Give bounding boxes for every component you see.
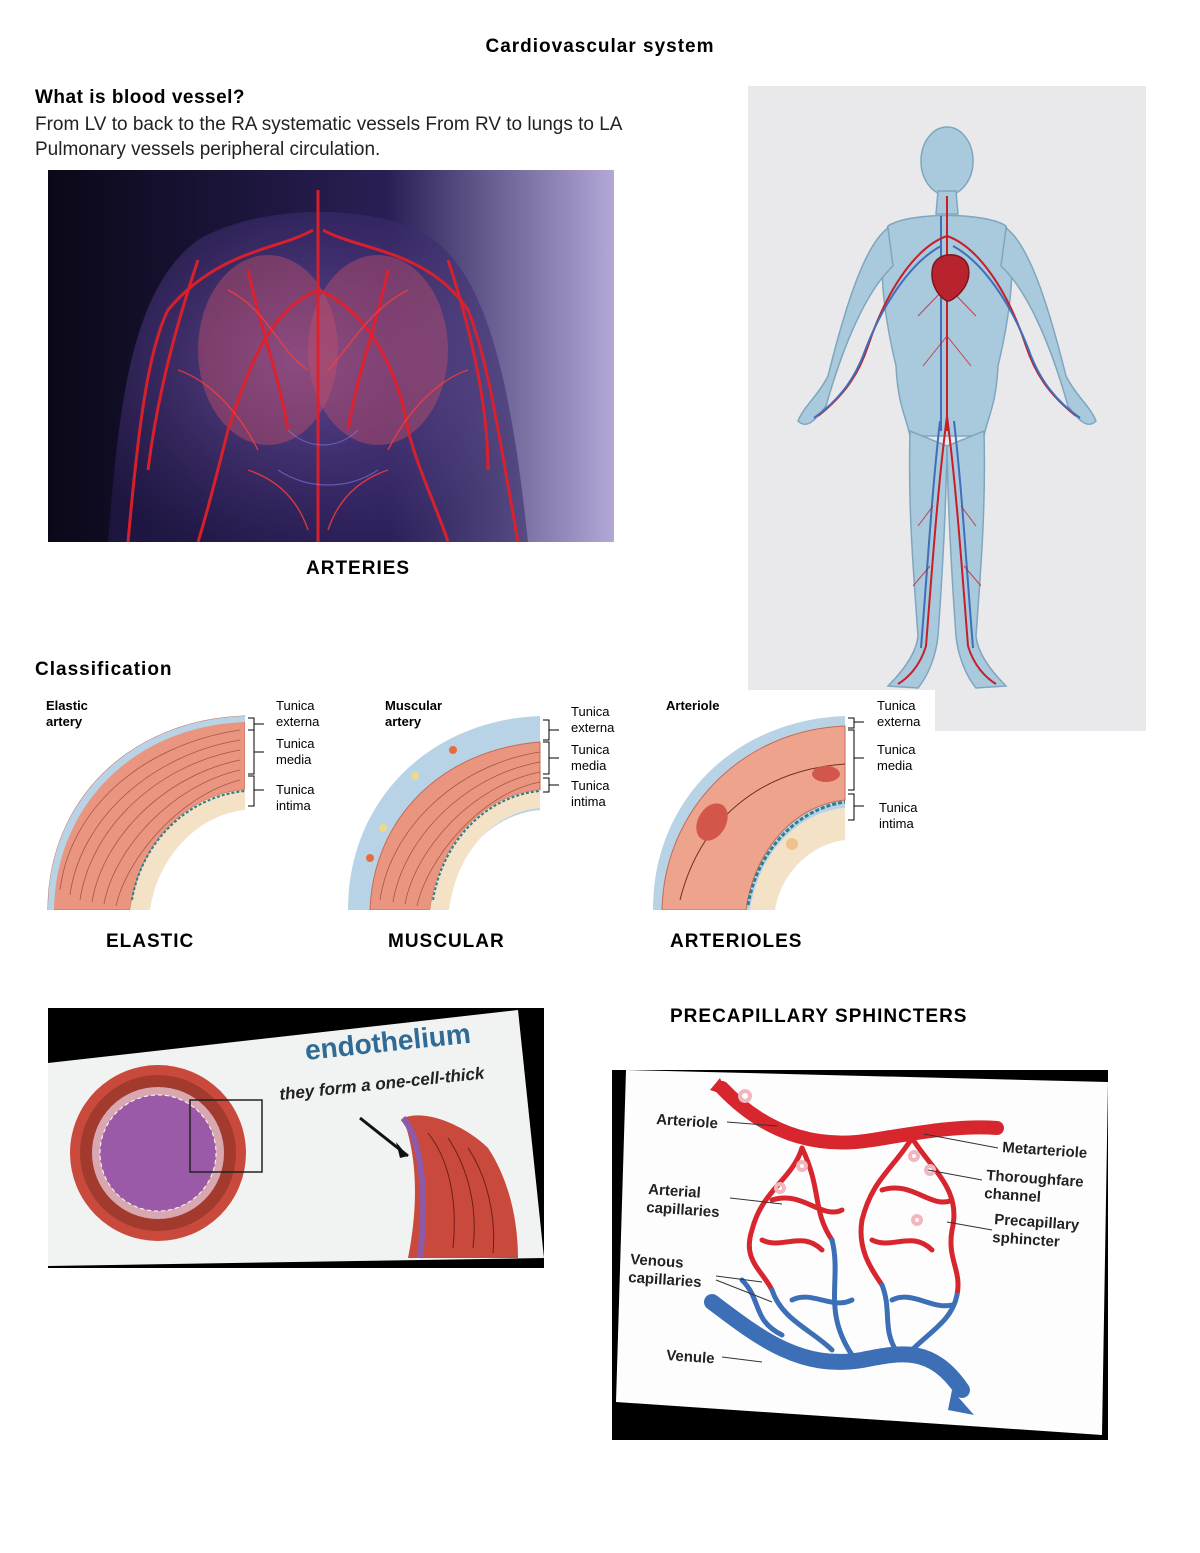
muscular-externa-1: Tunica: [571, 704, 610, 719]
elastic-media-1: Tunica: [276, 736, 315, 751]
torso-circulation-image: [48, 170, 614, 542]
muscular-artery-diagram: Muscular artery Tunica externa Tunica me…: [345, 690, 645, 911]
arteriole-intima-1: Tunica: [879, 800, 918, 815]
page-title: Cardiovascular system: [485, 36, 715, 57]
caption-precapillary: PRECAPILLARY SPHINCTERS: [670, 1006, 968, 1027]
arteriole-media-1: Tunica: [877, 742, 916, 757]
caption-arterioles: ARTERIOLES: [670, 931, 803, 952]
muscular-externa-2: externa: [571, 720, 615, 735]
elastic-artery-diagram: Elastic artery Tunica externa Tunica med…: [40, 690, 340, 911]
caption-muscular: MUSCULAR: [388, 931, 505, 952]
muscular-intima-2: intima: [571, 794, 606, 809]
elastic-media-2: media: [276, 752, 312, 767]
label-venous-capillaries-1: Venous: [630, 1251, 684, 1272]
arteriole-intima-2: intima: [879, 816, 914, 831]
arteriole-externa-1: Tunica: [877, 698, 916, 713]
caption-arteries: ARTERIES: [306, 558, 411, 579]
endothelium-image: endothelium they form a one-cell-thick: [48, 1008, 544, 1268]
label-precapillary-1: Precapillary: [994, 1211, 1081, 1234]
arteriole-externa-2: externa: [877, 714, 921, 729]
muscular-title-line1: Muscular: [385, 698, 442, 713]
arteriole-diagram: Arteriole Tunica externa Tunica media Tu…: [650, 690, 935, 911]
muscular-intima-1: Tunica: [571, 778, 610, 793]
caption-elastic: ELASTIC: [106, 931, 195, 952]
question-heading: What is blood vessel?: [35, 87, 246, 108]
arteriole-media-2: media: [877, 758, 913, 773]
label-arterial-capillaries-2: capillaries: [646, 1199, 720, 1221]
elastic-title-line1: Elastic: [46, 698, 88, 713]
label-thoroughfare-1: Thoroughfare: [986, 1167, 1084, 1191]
capillary-bed-image: Arteriole Metarteriole Thoroughfare chan…: [612, 1070, 1108, 1440]
intro-paragraph: From LV to back to the RA systematic ves…: [35, 114, 622, 160]
label-venule: Venule: [666, 1347, 715, 1367]
label-precapillary-2: sphincter: [992, 1229, 1061, 1251]
muscular-title-line2: artery: [385, 714, 422, 729]
body-circulation-image: [748, 86, 1146, 731]
muscular-media-2: media: [571, 758, 607, 773]
elastic-externa-2: externa: [276, 714, 320, 729]
muscular-media-1: Tunica: [571, 742, 610, 757]
elastic-externa-1: Tunica: [276, 698, 315, 713]
arteriole-title: Arteriole: [666, 698, 719, 713]
elastic-intima-1: Tunica: [276, 782, 315, 797]
label-thoroughfare-2: channel: [984, 1185, 1042, 1206]
label-arteriole: Arteriole: [656, 1111, 719, 1132]
elastic-intima-2: intima: [276, 798, 311, 813]
elastic-title-line2: artery: [46, 714, 83, 729]
label-arterial-capillaries-1: Arterial: [648, 1181, 702, 1202]
label-metarteriole: Metarteriole: [1002, 1139, 1088, 1162]
classification-heading: Classification: [35, 659, 173, 680]
label-venous-capillaries-2: capillaries: [628, 1269, 702, 1291]
